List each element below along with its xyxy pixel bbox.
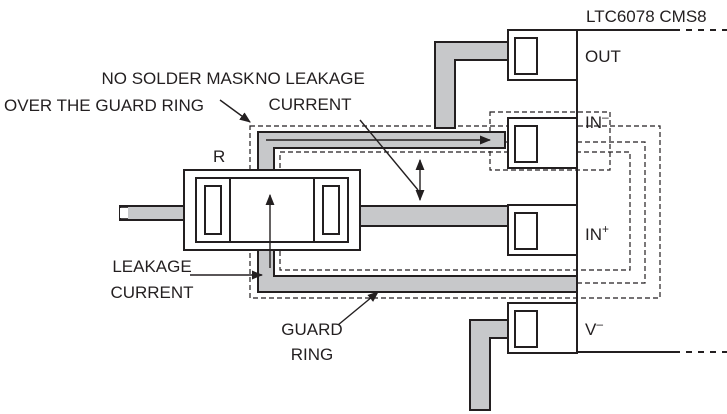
no-leakage-label-line1: NO LEAKAGE — [255, 69, 365, 88]
ic-package — [576, 29, 727, 353]
pin-pad-v-minus — [507, 302, 578, 354]
no-solder-mask-label-line2: OVER THE GUARD RING — [4, 96, 204, 115]
current-arrows — [265, 135, 492, 268]
pin-label-out: OUT — [585, 47, 621, 66]
pin-label-v-minus: V– — [585, 317, 603, 339]
v-minus-trace — [469, 319, 509, 411]
leakage-label-line1: LEAKAGE — [112, 257, 191, 276]
resistor-label: R — [213, 147, 225, 166]
pin-label-in-plus: IN+ — [585, 222, 609, 244]
leader-lines — [190, 99, 419, 326]
leakage-label-line2: CURRENT — [110, 283, 193, 302]
guard-ring-label-line1: GUARD — [281, 320, 342, 339]
no-solder-mask-label-line1: NO SOLDER MASK — [101, 69, 255, 88]
out-trace — [434, 41, 509, 129]
pin-pad-out — [507, 29, 578, 81]
guard-ring-trace — [257, 131, 578, 293]
chip-label: LTC6078 CMS8 — [586, 7, 707, 26]
guard-ring-label-line2: RING — [291, 345, 334, 364]
pin-label-in-minus: IN– — [585, 110, 609, 132]
pin-pad-in-plus — [507, 204, 578, 256]
pin-pad-in-minus — [507, 117, 578, 169]
no-leakage-label-line2: CURRENT — [268, 95, 351, 114]
resistor-component — [183, 169, 361, 251]
